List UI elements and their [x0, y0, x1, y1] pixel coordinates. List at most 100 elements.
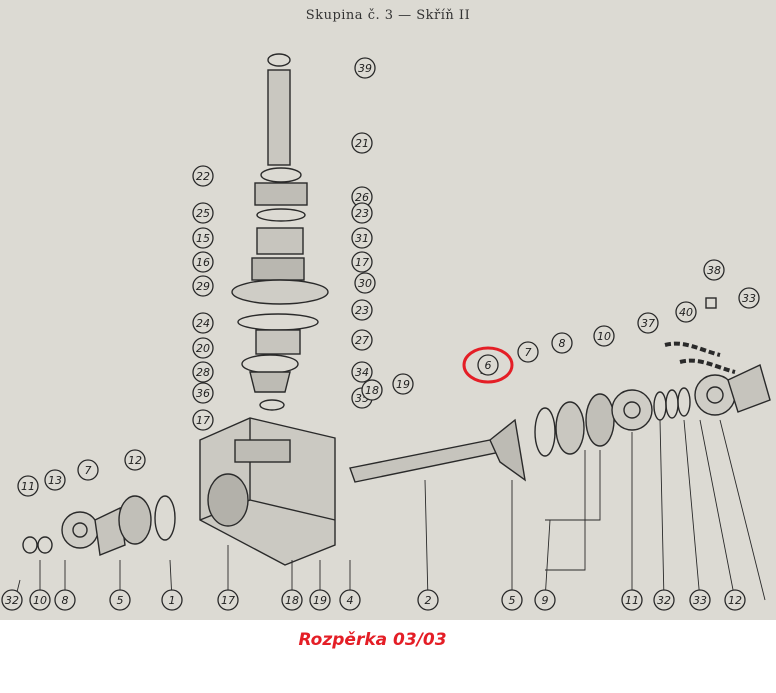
- part-number-label: 23: [351, 202, 373, 224]
- part-nut-34: [259, 399, 285, 411]
- part-number-text: 20: [196, 342, 210, 355]
- part-number-label: 13: [44, 469, 66, 491]
- part-number-label: 15: [192, 227, 214, 249]
- part-number-text: 31: [355, 232, 369, 245]
- part-bearing-26: [254, 182, 308, 206]
- part-ring-6: [534, 407, 556, 457]
- part-number-label: 17: [217, 589, 239, 611]
- part-flange-17: [231, 279, 329, 305]
- part-ring-25: [256, 208, 306, 222]
- part-number-text: 28: [196, 366, 210, 379]
- part-number-label: 28: [192, 361, 214, 383]
- part-number-label: 11: [621, 589, 643, 611]
- part-number-label: 4: [339, 589, 361, 611]
- part-number-text: 40: [679, 306, 693, 319]
- part-number-text: 22: [196, 170, 210, 183]
- part-number-text: 18: [285, 594, 299, 607]
- exploded-view-drawing: [14, 53, 771, 601]
- part-number-text: 7: [525, 346, 532, 359]
- part-number-label: 21: [351, 132, 373, 154]
- part-hub-38: [727, 364, 771, 413]
- part-number-text: 13: [48, 474, 62, 487]
- part-number-text: 17: [355, 256, 369, 269]
- part-number-text: 8: [559, 337, 566, 350]
- part-number-label: 36: [192, 382, 214, 404]
- part-ring-32: [677, 387, 691, 417]
- part-number-text: 18: [365, 384, 379, 397]
- part-number-text: 24: [196, 317, 210, 330]
- part-number-text: 12: [728, 594, 742, 607]
- part-number-text: 23: [355, 304, 369, 317]
- part-number-text: 39: [358, 62, 372, 75]
- part-number-text: 36: [196, 387, 210, 400]
- part-number-text: 7: [85, 464, 92, 477]
- part-number-label: 29: [192, 275, 214, 297]
- part-ring-left-12: [22, 536, 38, 554]
- part-number-label: 11: [17, 475, 39, 497]
- part-number-text: 5: [117, 594, 124, 607]
- part-shaft-21: [267, 69, 291, 166]
- part-ring-left-5: [154, 495, 176, 541]
- part-number-text: 21: [355, 137, 369, 150]
- part-chain-37: [664, 341, 721, 357]
- housing-bore: [207, 473, 249, 527]
- part-number-text: 2: [425, 594, 432, 607]
- part-number-label: 2: [417, 589, 439, 611]
- part-number-text: 27: [355, 334, 369, 347]
- part-number-label: 6: [477, 354, 499, 376]
- part-number-label: 27: [351, 329, 373, 351]
- part-number-label: 7: [517, 341, 539, 363]
- part-number-text: 33: [742, 292, 756, 305]
- part-number-label: 30: [354, 272, 376, 294]
- part-number-text: 11: [625, 594, 639, 607]
- part-caption: Rozpěrka 03/03: [298, 630, 447, 650]
- part-number-text: 4: [347, 594, 354, 607]
- part-number-text: 15: [196, 232, 210, 245]
- part-bearing-23b: [255, 329, 301, 355]
- part-number-label: 23: [351, 299, 373, 321]
- part-number-label: 10: [29, 589, 51, 611]
- part-number-text: 33: [693, 594, 707, 607]
- part-number-text: 38: [707, 264, 721, 277]
- part-number-label: 16: [192, 251, 214, 273]
- part-number-text: 37: [641, 317, 655, 330]
- part-bearing-23: [256, 227, 304, 255]
- part-number-label: 7: [77, 459, 99, 481]
- part-number-label: 24: [192, 312, 214, 334]
- part-bevel-gear-2: [489, 418, 526, 482]
- part-number-label: 33: [738, 287, 760, 309]
- part-number-label: 25: [192, 202, 214, 224]
- part-number-text: 26: [355, 191, 369, 204]
- part-link-40: [705, 297, 717, 309]
- part-ring-39: [267, 53, 291, 67]
- highlight-ellipse: [462, 346, 514, 384]
- part-ring-22: [260, 167, 302, 183]
- part-number-label: 10: [593, 325, 615, 347]
- part-number-label: 8: [551, 332, 573, 354]
- housing-top-opening: [234, 439, 291, 463]
- part-number-text: 8: [62, 594, 69, 607]
- part-number-label: 12: [724, 589, 746, 611]
- part-number-text: 6: [485, 359, 492, 372]
- part-number-label: 39: [354, 57, 376, 79]
- part-number-label: 19: [309, 589, 331, 611]
- part-number-text: 12: [128, 454, 142, 467]
- part-number-text: 23: [355, 207, 369, 220]
- part-number-label: 18: [361, 379, 383, 401]
- part-number-text: 10: [33, 594, 47, 607]
- part-number-label: 33: [689, 589, 711, 611]
- part-number-label: 5: [109, 589, 131, 611]
- part-number-label: 18: [281, 589, 303, 611]
- part-number-text: 11: [21, 480, 35, 493]
- part-number-label: 32: [1, 589, 23, 611]
- part-number-text: 16: [196, 256, 210, 269]
- part-number-text: 10: [597, 330, 611, 343]
- part-number-text: 17: [196, 414, 210, 427]
- part-number-label: 1: [161, 589, 183, 611]
- part-number-text: 29: [196, 280, 210, 293]
- part-number-text: 32: [657, 594, 671, 607]
- part-number-label: 38: [703, 259, 725, 281]
- part-number-text: 30: [358, 277, 372, 290]
